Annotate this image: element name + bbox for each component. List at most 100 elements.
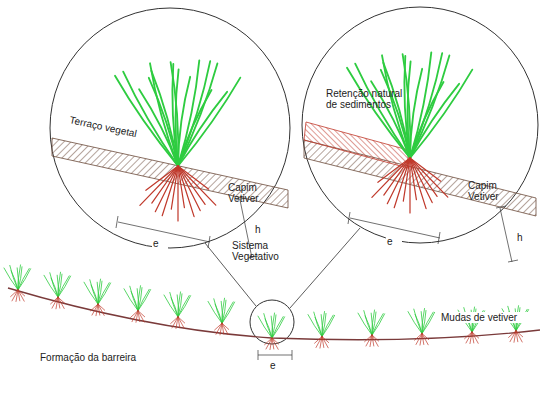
root: [18, 290, 24, 301]
root: [131, 311, 138, 318]
root: [410, 158, 416, 200]
grass-blade: [18, 269, 31, 290]
root: [409, 158, 410, 213]
root: [178, 317, 180, 328]
grass-blade: [138, 290, 151, 311]
root: [216, 323, 222, 334]
root: [378, 158, 410, 182]
grass-blade: [58, 276, 71, 297]
terrace-band: [52, 138, 288, 208]
root: [416, 334, 422, 345]
root: [177, 166, 178, 221]
root: [58, 297, 64, 308]
grass-blade: [18, 269, 29, 290]
root: [140, 166, 178, 205]
grass-blade: [322, 315, 333, 336]
root: [138, 311, 144, 322]
grass-blade: [178, 64, 217, 167]
grass-blade: [98, 283, 109, 304]
root: [222, 323, 224, 334]
root: [316, 337, 322, 348]
grass-blade: [410, 56, 449, 159]
root: [410, 158, 441, 181]
dimension-label: e: [386, 236, 402, 247]
part-label: Sistema Vegetativo: [232, 240, 294, 262]
grass-blade: [178, 92, 227, 166]
root: [422, 334, 424, 345]
root: [178, 166, 184, 208]
root: [178, 166, 200, 211]
root: [92, 304, 98, 315]
grass-blade: [214, 299, 222, 323]
grass-blade: [10, 265, 18, 289]
part-label: Capim Vetiver: [228, 182, 270, 204]
grass-blade: [171, 62, 179, 166]
root: [272, 338, 278, 349]
root: [178, 317, 184, 328]
root: [265, 338, 272, 345]
root: [215, 323, 222, 330]
grass-blade: [138, 289, 149, 310]
root: [387, 158, 410, 204]
root: [11, 290, 18, 297]
root: [410, 158, 432, 203]
root: [465, 332, 472, 339]
grass-blade: [372, 314, 383, 335]
root: [410, 158, 437, 196]
zoom-line: [290, 228, 360, 308]
root: [415, 334, 422, 341]
grass-blade: [372, 314, 385, 335]
root: [18, 290, 20, 301]
root: [365, 335, 372, 342]
root: [51, 297, 58, 304]
detail-circle: [302, 7, 538, 243]
vetiver-plants: [4, 52, 529, 349]
root: [372, 158, 410, 197]
grass-blade: [50, 273, 58, 297]
root: [322, 337, 328, 348]
part-label: Capim Vetiver: [468, 180, 510, 202]
dimension-label: e: [152, 238, 168, 249]
root: [171, 317, 178, 324]
grass-blade: [314, 312, 322, 336]
root: [466, 332, 472, 343]
root: [172, 317, 178, 328]
root: [52, 297, 58, 308]
root: [516, 331, 518, 342]
grass-blade: [222, 302, 233, 323]
root: [472, 332, 474, 343]
grass-blade: [414, 309, 422, 333]
part-label: Formação da barreira: [40, 352, 160, 363]
root: [222, 323, 228, 334]
grass-blade: [410, 70, 472, 158]
grass-blade: [410, 84, 459, 158]
grass-blade: [272, 317, 285, 338]
part-label: Retenção natural de sedimentos: [326, 88, 416, 110]
root: [91, 304, 98, 311]
root: [178, 166, 205, 204]
root: [178, 166, 209, 189]
grass-blade: [98, 283, 111, 304]
root: [372, 335, 374, 346]
grass-blade: [322, 315, 335, 336]
grass-blade: [364, 311, 372, 335]
grass-blade: [58, 276, 69, 297]
dimension-label: e: [270, 360, 284, 371]
root: [146, 166, 178, 190]
root: [178, 166, 194, 217]
dimension-lines: [116, 198, 518, 360]
part-label: Terraço vegetal: [68, 114, 150, 142]
grass-blade: [178, 296, 191, 317]
grass-blade: [222, 302, 235, 323]
root: [516, 331, 522, 342]
grass-blade: [178, 78, 240, 166]
root: [510, 331, 516, 342]
grass-blade: [90, 280, 98, 304]
grass-blade: [355, 64, 410, 158]
root: [384, 158, 410, 195]
grass-blade: [264, 314, 272, 338]
grass-blade: [422, 312, 433, 333]
root: [410, 158, 426, 209]
sediment-wedge: [304, 122, 408, 168]
